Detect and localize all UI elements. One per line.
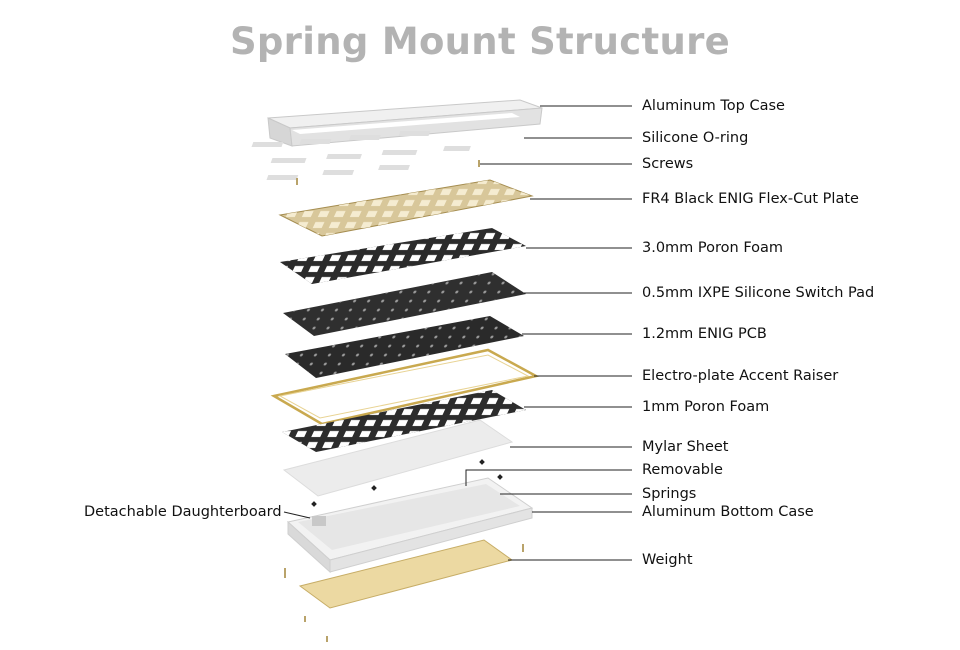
- label-poron-3: 3.0mm Poron Foam: [642, 240, 784, 256]
- pins: [284, 544, 524, 642]
- label-poron-1: 1mm Poron Foam: [642, 399, 770, 415]
- label-o-ring: Silicone O-ring: [642, 130, 749, 146]
- pcb-layer: [285, 316, 524, 378]
- label-removable: Removable: [642, 462, 723, 478]
- label-screws: Screws: [642, 156, 694, 172]
- label-plate: FR4 Black ENIG Flex-Cut Plate: [642, 191, 859, 207]
- label-top-case: Aluminum Top Case: [642, 98, 785, 114]
- leader-lines: [283, 105, 632, 561]
- bottom-case-layer: [286, 477, 534, 574]
- label-switch-pad: 0.5mm IXPE Silicone Switch Pad: [642, 285, 875, 301]
- label-pcb: 1.2mm ENIG PCB: [642, 326, 767, 342]
- daughterboard-part: [312, 516, 326, 526]
- switch-pad-layer: [283, 272, 526, 336]
- poron-3-layer: [280, 228, 526, 284]
- label-mylar: Mylar Sheet: [642, 439, 729, 455]
- poron-1-layer: [282, 390, 526, 452]
- label-raiser: Electro-plate Accent Raiser: [642, 368, 839, 384]
- label-weight: Weight: [642, 552, 693, 568]
- label-bottom-case: Aluminum Bottom Case: [642, 504, 814, 520]
- page-title: Spring Mount Structure: [229, 20, 731, 63]
- mylar-layer: [282, 419, 514, 497]
- plate-layer: [278, 179, 534, 237]
- label-springs: Springs: [642, 486, 697, 502]
- o-ring-layer: [251, 131, 471, 180]
- label-daughterboard: Detachable Daughterboard: [84, 504, 282, 520]
- screws-layer: [296, 160, 480, 185]
